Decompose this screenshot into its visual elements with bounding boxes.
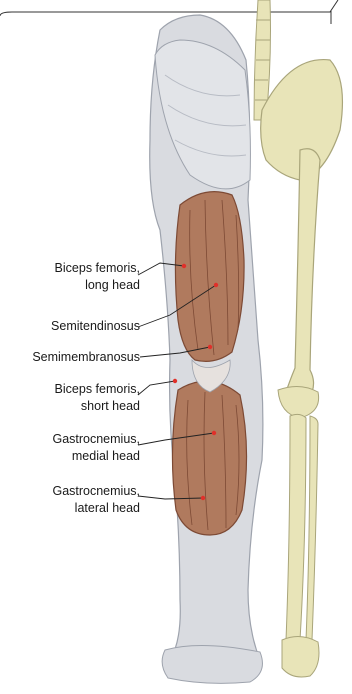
muscle-label: Gastrocnemius,medial head xyxy=(0,431,140,465)
muscle-label-line: lateral head xyxy=(0,500,140,517)
muscle-label: Semimembranosus xyxy=(0,349,140,366)
knee-joint xyxy=(278,386,319,418)
muscle-label-line: Biceps femoris, xyxy=(0,260,140,277)
muscle-label-line: short head xyxy=(0,398,140,415)
muscle-label: Gastrocnemius,lateral head xyxy=(0,483,140,517)
marker-dot xyxy=(201,496,205,500)
muscle-label-line: medial head xyxy=(0,448,140,465)
muscle-label-line: Biceps femoris, xyxy=(0,381,140,398)
foot-bones xyxy=(282,636,319,677)
marker-dot xyxy=(208,345,212,349)
muscle-label: Biceps femoris,long head xyxy=(0,260,140,294)
frame-border xyxy=(0,0,338,16)
muscle-label-line: long head xyxy=(0,277,140,294)
muscle-label-line: Gastrocnemius, xyxy=(0,483,140,500)
marker-dot xyxy=(173,379,177,383)
tibia xyxy=(286,414,306,643)
marker-dot xyxy=(214,283,218,287)
hamstring-group xyxy=(175,192,244,362)
marker-dot xyxy=(212,431,216,435)
muscle-label-line: Semimembranosus xyxy=(0,349,140,366)
marker-dot xyxy=(182,264,186,268)
left-foot xyxy=(162,645,262,683)
muscle-label: Semitendinosus xyxy=(0,318,140,335)
muscle-label-line: Semitendinosus xyxy=(0,318,140,335)
muscle-label-line: Gastrocnemius, xyxy=(0,431,140,448)
calf-group xyxy=(172,381,246,535)
fibula xyxy=(306,416,318,640)
muscle-label: Biceps femoris,short head xyxy=(0,381,140,415)
femur xyxy=(286,149,320,401)
